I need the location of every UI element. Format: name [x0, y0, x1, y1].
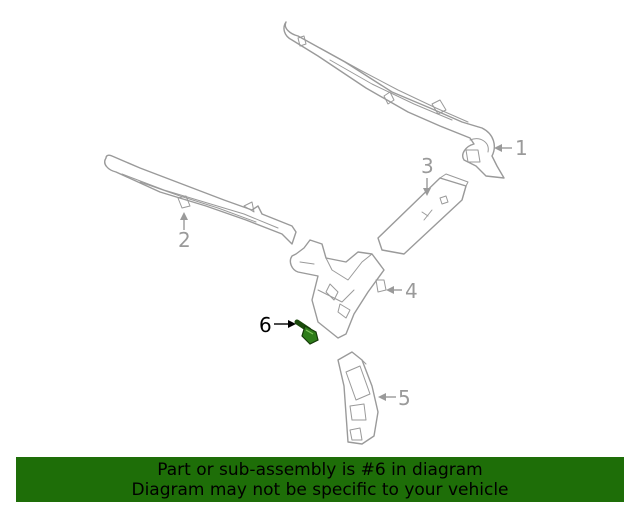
- callout-3: 3: [421, 154, 434, 178]
- callout-4: 4: [405, 279, 418, 303]
- callout-leaders: [180, 144, 512, 401]
- part-5-lower-bracket: [337, 351, 379, 445]
- part-1-upper-rail: [283, 21, 505, 179]
- callout-6: 6: [259, 313, 272, 337]
- parts-diagram: 1 2 3 4 5 6: [104, 21, 528, 445]
- part-3-block: [377, 173, 469, 255]
- info-banner: Part or sub-assembly is #6 in diagram Di…: [16, 457, 624, 502]
- banner-line-1: Part or sub-assembly is #6 in diagram: [157, 460, 483, 480]
- callout-2: 2: [178, 228, 191, 252]
- callout-1: 1: [515, 136, 528, 160]
- part-2-lower-rail: [104, 154, 297, 245]
- part-4-support-bracket: [289, 239, 387, 339]
- banner-line-2: Diagram may not be specific to your vehi…: [131, 480, 509, 500]
- callout-5: 5: [398, 386, 411, 410]
- part-6-bolt-highlighted: [294, 319, 319, 345]
